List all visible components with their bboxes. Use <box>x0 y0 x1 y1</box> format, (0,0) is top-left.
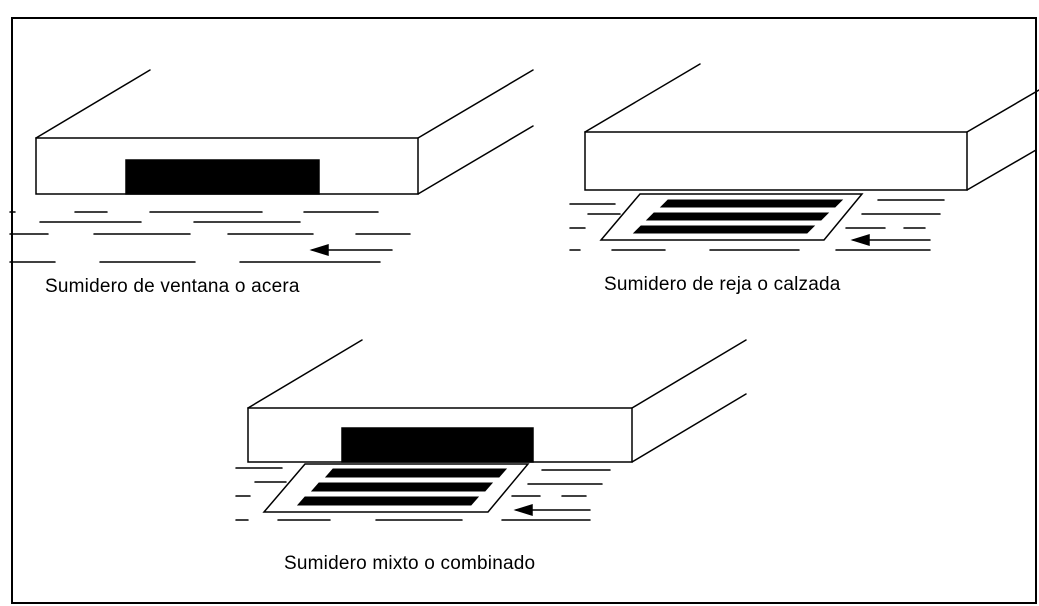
caption-sumidero-mixto: Sumidero mixto o combinado <box>284 553 536 574</box>
sumidero-mixto-illustration <box>235 339 747 521</box>
sumidero-ventana-illustration <box>9 69 534 263</box>
flow-arrow <box>309 243 393 257</box>
caption-sumidero-ventana: Sumidero de ventana o acera <box>45 276 300 297</box>
caption-sumidero-reja: Sumidero de reja o calzada <box>604 274 841 295</box>
curb-window-opening <box>341 427 534 463</box>
flow-arrow <box>513 503 591 517</box>
street-grate <box>599 193 864 241</box>
street-grate <box>262 463 530 513</box>
water-flow-lines <box>235 467 611 521</box>
figure-frame <box>11 17 1037 604</box>
sumidero-reja-illustration <box>569 63 1039 251</box>
water-flow-lines <box>9 211 411 263</box>
curb-window-opening <box>125 159 320 195</box>
flow-arrow <box>850 233 931 247</box>
water-flow-lines <box>569 199 945 251</box>
curb-block <box>584 63 1039 191</box>
